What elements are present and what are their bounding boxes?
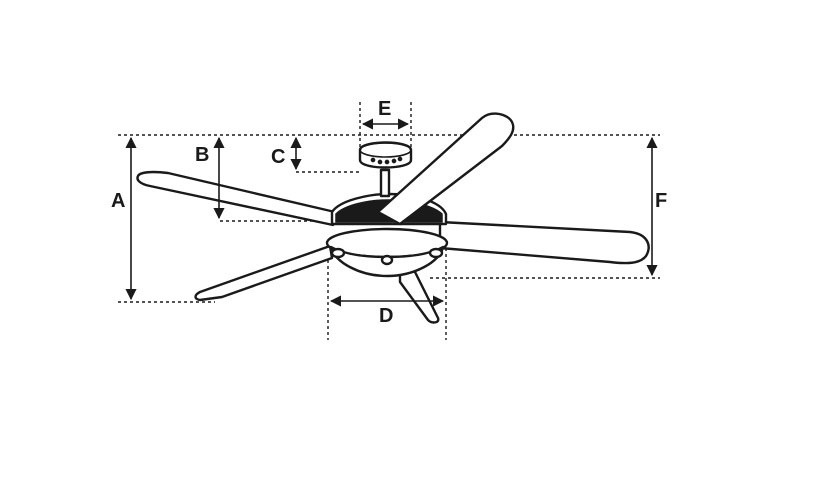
fan-blade-right xyxy=(438,220,650,265)
dimension-f-label: F xyxy=(655,190,667,212)
canopy-rim xyxy=(359,142,412,158)
ceiling-fan-drawing xyxy=(136,112,650,324)
dimension-e-label: E xyxy=(378,98,391,120)
dimension-labels: A B C D E F xyxy=(111,98,667,327)
light-kit-finial xyxy=(330,247,346,259)
dimension-d-label: D xyxy=(379,305,393,327)
fan-blade-top-right xyxy=(376,112,515,226)
fan-blade-left-lower xyxy=(194,244,334,302)
canopy-dot xyxy=(391,158,397,164)
dimension-arrows xyxy=(125,118,658,307)
canopy-dot xyxy=(370,157,376,163)
dimension-a-label: A xyxy=(111,190,125,212)
canopy-dot xyxy=(384,159,390,165)
canopy-dot xyxy=(377,159,383,165)
dimension-b-label: B xyxy=(195,144,209,166)
reference-lines xyxy=(118,102,660,340)
light-kit-finial xyxy=(380,254,394,266)
light-kit-finial xyxy=(428,247,444,259)
dimension-c-label: C xyxy=(271,146,285,168)
canopy-dot xyxy=(397,156,403,162)
downrod xyxy=(379,168,391,198)
fan-blade-left-upper xyxy=(136,170,337,227)
fan-blade-front xyxy=(398,266,440,324)
